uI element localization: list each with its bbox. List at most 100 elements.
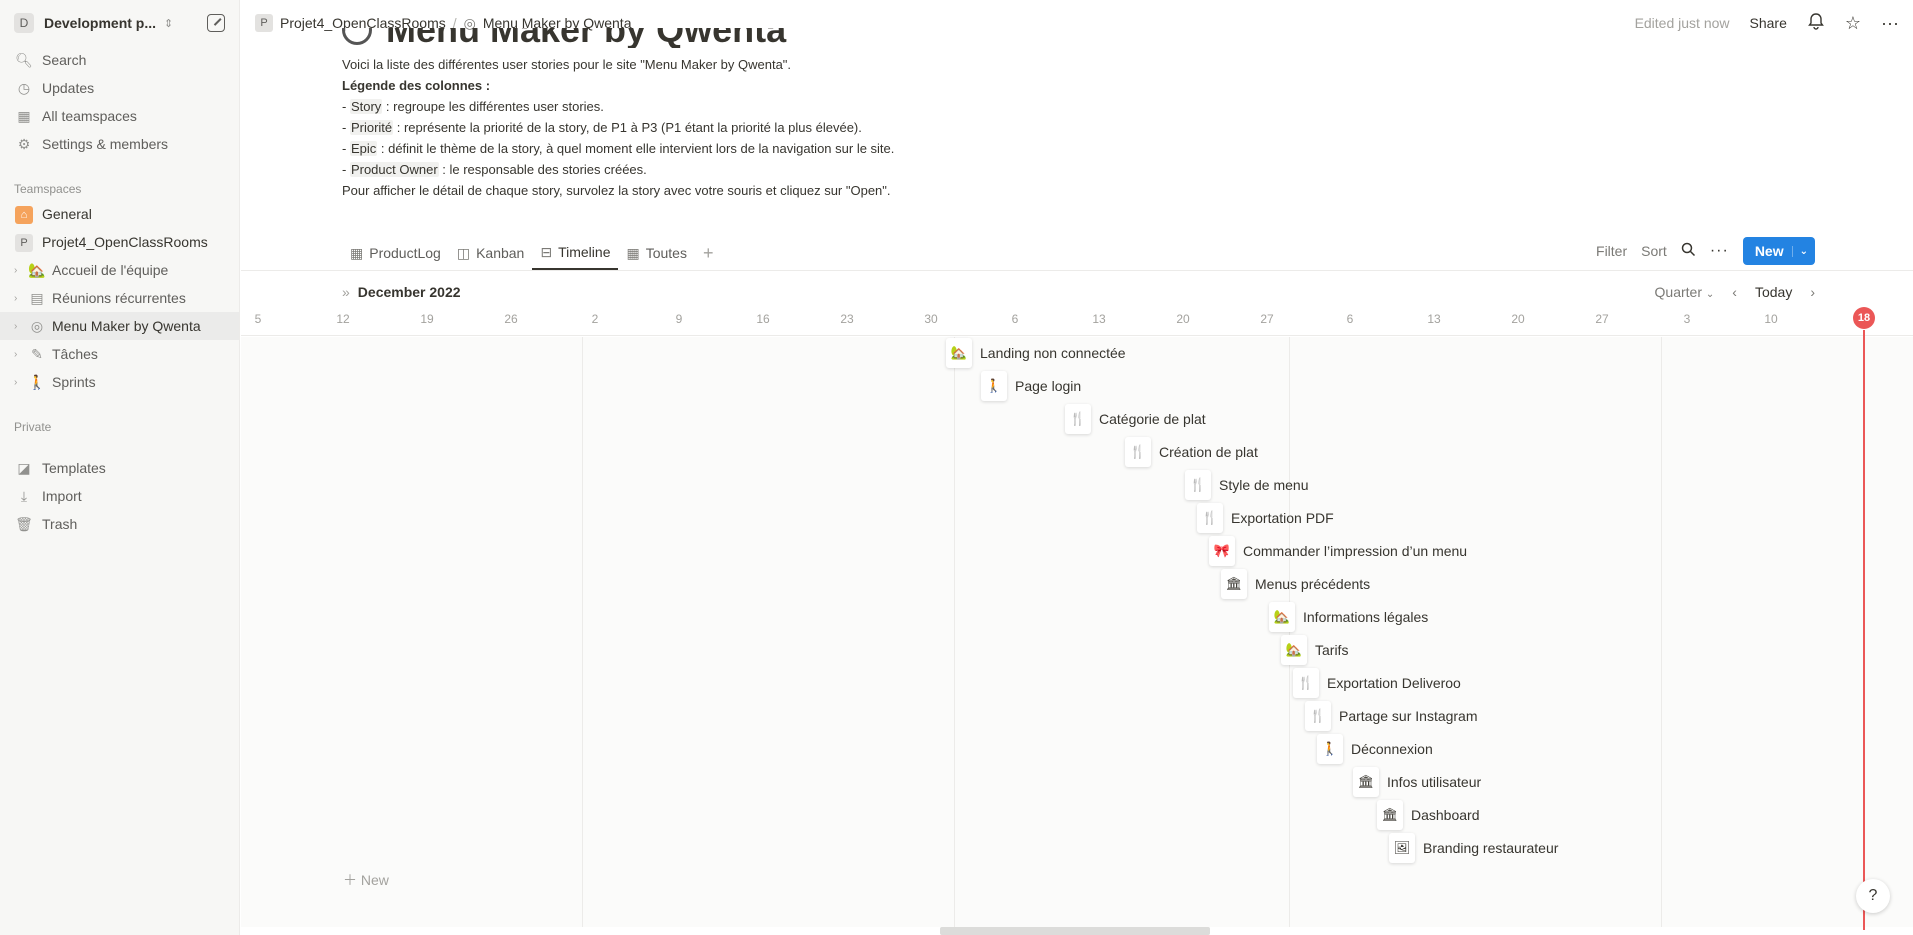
- new-row-button[interactable]: ＋ New: [343, 872, 389, 888]
- edit-icon: ✎: [31, 345, 43, 362]
- timeline-item-label: Branding restaurateur: [1423, 840, 1559, 856]
- day-label: 3: [1683, 312, 1691, 326]
- next-icon[interactable]: ›: [1810, 284, 1815, 300]
- search-icon: 🔍︎: [15, 51, 33, 68]
- sidebar-item-sprints[interactable]: › 🚶 Sprints: [0, 368, 239, 396]
- sidebar-item-all-teamspaces[interactable]: ▦ All teamspaces: [0, 102, 239, 130]
- breadcrumb-teamspace[interactable]: Projet4_OpenClassRooms: [280, 15, 446, 31]
- timeline-item[interactable]: 🍴Partage sur Instagram: [1305, 701, 1478, 731]
- day-label: 13: [1092, 312, 1106, 326]
- timeline-item[interactable]: 🎀Commander l’impression d’un menu: [1209, 536, 1467, 566]
- chevron-updown-icon: ⇕: [164, 17, 174, 30]
- timeline-item[interactable]: 🍴Exportation PDF: [1197, 503, 1334, 533]
- timeline-item[interactable]: 🚶Déconnexion: [1317, 734, 1433, 764]
- tab-toutes[interactable]: ▦ Toutes: [618, 236, 694, 270]
- item-icon: 🍴: [1065, 404, 1091, 434]
- sort-button[interactable]: Sort: [1641, 243, 1667, 259]
- sidebar-item-label: Accueil de l'équipe: [52, 262, 169, 278]
- grid-icon: ▦: [17, 107, 31, 124]
- sidebar-item-taches[interactable]: › ✎ Tâches: [0, 340, 239, 368]
- sidebar-item-settings[interactable]: ⚙ Settings & members: [0, 130, 239, 158]
- sidebar-item-label: All teamspaces: [42, 108, 137, 124]
- search-icon[interactable]: [1681, 242, 1696, 260]
- horizontal-scrollbar[interactable]: [940, 927, 1210, 935]
- timeline-item[interactable]: 🏛Dashboard: [1377, 800, 1480, 830]
- timeline-item[interactable]: 🍴Style de menu: [1185, 470, 1309, 500]
- tab-kanban[interactable]: ◫ Kanban: [449, 236, 533, 270]
- day-label: 27: [1260, 312, 1274, 326]
- more-icon[interactable]: ···: [1709, 242, 1729, 259]
- day-label: 6: [1346, 312, 1354, 326]
- divider: [241, 270, 1913, 271]
- timeline-item[interactable]: 🍴Création de plat: [1125, 437, 1258, 467]
- add-view-icon[interactable]: +: [702, 242, 714, 263]
- bell-icon[interactable]: [1807, 12, 1825, 35]
- timeline-item[interactable]: 🍴Exportation Deliveroo: [1293, 668, 1461, 698]
- sidebar-item-search[interactable]: 🔍︎ Search: [0, 46, 239, 74]
- legend-key: Epic: [349, 141, 378, 156]
- item-icon: 🏡: [1269, 602, 1295, 632]
- target-icon: ◎: [30, 317, 44, 334]
- chevron-right-icon[interactable]: ›: [14, 376, 18, 388]
- timeline-item[interactable]: 🏛Menus précédents: [1221, 569, 1370, 599]
- chevron-down-icon[interactable]: ⌄: [1791, 245, 1815, 257]
- new-page-icon[interactable]: [207, 14, 225, 32]
- timeline-item[interactable]: 🏡Landing non connectée: [946, 338, 1126, 368]
- more-icon[interactable]: ···: [1881, 12, 1899, 33]
- sidebar-item-import[interactable]: ⤓ Import: [0, 482, 239, 510]
- timeline-scale-select[interactable]: Quarter ⌄: [1654, 284, 1715, 300]
- teamspaces-heading: Teamspaces: [14, 182, 82, 196]
- sidebar-item-reunions[interactable]: › ▤ Réunions récurrentes: [0, 284, 239, 312]
- tab-timeline[interactable]: ⊟ Timeline: [532, 236, 619, 270]
- sidebar-item-templates[interactable]: ◪ Templates: [0, 454, 239, 482]
- sidebar: D Development p... ⇕ 🔍︎ Search ◷ Updates…: [0, 0, 240, 935]
- timeline-item[interactable]: 🖼Branding restaurateur: [1389, 833, 1558, 863]
- sidebar-item-updates[interactable]: ◷ Updates: [0, 74, 239, 102]
- target-icon: ◎: [463, 14, 476, 31]
- clock-icon: ◷: [17, 79, 31, 96]
- chevron-right-icon[interactable]: ›: [14, 264, 18, 276]
- help-button[interactable]: ?: [1856, 879, 1890, 913]
- sidebar-item-label: Import: [42, 488, 82, 504]
- item-icon: 🚶: [1317, 734, 1343, 764]
- intro-text: Voici la liste des différentes user stor…: [342, 57, 792, 72]
- legend-key: Priorité: [349, 120, 394, 135]
- item-icon: 🏛: [1353, 767, 1379, 797]
- outro-text: Pour afficher le détail de chaque story,…: [342, 183, 891, 198]
- workspace-switcher[interactable]: D Development p... ⇕: [0, 0, 239, 46]
- share-button[interactable]: Share: [1749, 15, 1787, 31]
- view-actions: Filter Sort ··· New ⌄: [1596, 236, 1815, 266]
- new-button[interactable]: New ⌄: [1742, 237, 1815, 265]
- timeline-item[interactable]: 🚶Page login: [981, 371, 1081, 401]
- timeline-item[interactable]: 🏛Infos utilisateur: [1353, 767, 1481, 797]
- sidebar-item-menu-maker[interactable]: › ◎ Menu Maker by Qwenta: [0, 312, 239, 340]
- chevron-right-icon[interactable]: ›: [14, 320, 18, 332]
- filter-button[interactable]: Filter: [1596, 243, 1628, 259]
- grid-line: [1661, 337, 1662, 927]
- tab-label: ProductLog: [369, 245, 441, 261]
- sidebar-item-projet4[interactable]: P Projet4_OpenClassRooms: [0, 228, 239, 256]
- tab-productlog[interactable]: ▦ ProductLog: [342, 236, 449, 270]
- legend-line: - Product Owner : le responsable des sto…: [342, 162, 647, 177]
- double-chevron-icon[interactable]: »: [342, 284, 350, 300]
- trash-icon: 🗑: [15, 515, 33, 532]
- sidebar-item-general[interactable]: ⌂ General: [0, 200, 239, 228]
- teamspace-p-icon: P: [255, 14, 273, 32]
- sidebar-item-accueil[interactable]: › 🏡 Accueil de l'équipe: [0, 256, 239, 284]
- timeline-item[interactable]: 🏡Tarifs: [1281, 635, 1348, 665]
- item-icon: 🎀: [1209, 536, 1235, 566]
- chevron-right-icon[interactable]: ›: [14, 348, 18, 360]
- prev-icon[interactable]: ‹: [1732, 284, 1737, 300]
- star-icon[interactable]: ☆: [1844, 12, 1862, 33]
- sidebar-item-trash[interactable]: 🗑 Trash: [0, 510, 239, 538]
- timeline-item[interactable]: 🏡 Informations légales: [1269, 602, 1428, 632]
- today-badge: 18: [1853, 307, 1875, 329]
- breadcrumb-page[interactable]: Menu Maker by Qwenta: [482, 15, 632, 31]
- tab-label: Kanban: [476, 245, 525, 261]
- timeline-item-label: Informations légales: [1303, 609, 1429, 625]
- timeline-item[interactable]: 🍴Catégorie de plat: [1065, 404, 1206, 434]
- chevron-right-icon[interactable]: ›: [14, 292, 18, 304]
- walking-icon: 🚶: [28, 373, 46, 390]
- today-button[interactable]: Today: [1754, 284, 1793, 300]
